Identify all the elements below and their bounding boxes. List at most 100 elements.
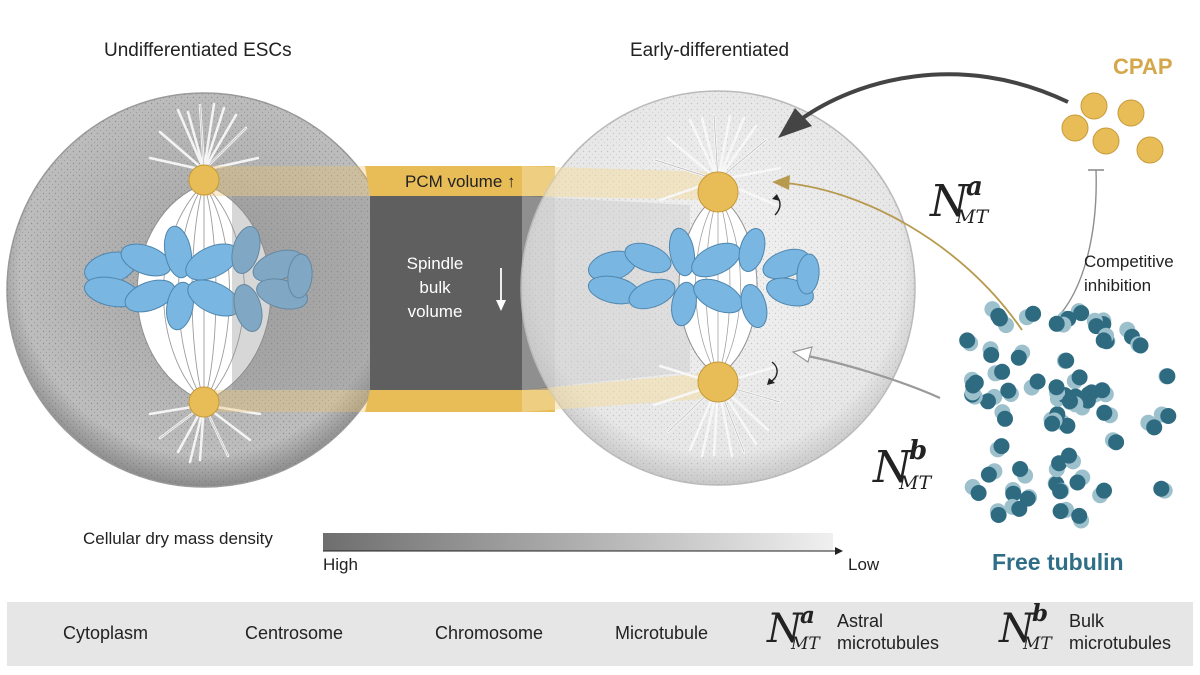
inhibition-line [1054, 169, 1104, 321]
astral-sub: MT [956, 206, 989, 228]
tubulin-dark [993, 438, 1010, 455]
tubulin-dark [1061, 447, 1077, 464]
tubulin-dark [990, 307, 1007, 324]
tubulin-dark [1010, 349, 1027, 366]
tubulin-dark [1005, 485, 1022, 502]
tubulin-dark [980, 466, 997, 483]
cpap-cluster [1061, 92, 1164, 164]
legend-bulk-label: Bulk microtubules [1069, 610, 1171, 654]
astral-mt-symbol: N a MT [930, 172, 1010, 236]
pcm-volume-text: PCM volume [405, 172, 503, 191]
centrosomes [188, 164, 739, 418]
legend-bulk-sub: MT [1023, 634, 1052, 654]
spindle-bulk-label: Spindle bulk volume [400, 252, 470, 324]
tubulin-dark [990, 507, 1007, 523]
cpap-label: CPAP [1113, 54, 1173, 79]
legend-bulk-sup: b [1032, 600, 1049, 627]
free-tubulin-cluster [959, 301, 1177, 529]
tubulin-dark [1160, 408, 1177, 424]
tubulin-dark [994, 363, 1011, 380]
competitive-line-1: Competitive [1084, 252, 1174, 271]
tubulin-dark [965, 377, 982, 394]
bulk-arrow [791, 346, 941, 400]
tubulin-dark [1052, 483, 1069, 500]
pcm-up-arrow: ↑ [507, 172, 516, 191]
legend-microtubule-label: Microtubule [615, 623, 709, 643]
tubulin-dark [1079, 392, 1096, 409]
astral-arrow [772, 175, 1023, 331]
tubulin-dark [1094, 382, 1111, 399]
tubulin-dark [1071, 369, 1088, 386]
astral-sup: a [966, 172, 983, 202]
spindle-line-2: bulk [419, 278, 451, 297]
legend-bar: Cytoplasm Centrosome Chromosome Microtub… [7, 600, 1193, 666]
tubulin-dark [1088, 318, 1105, 335]
right-cell-title: Early-differentiated [630, 40, 790, 61]
tubulin-dark [1000, 382, 1017, 399]
density-scale-title: Cellular dry mass density [83, 529, 273, 548]
pcm-volume-label: PCM volume ↑ [405, 172, 516, 192]
competitive-line-2: inhibition [1084, 276, 1152, 295]
legend-astral-line-1: Astral [837, 611, 884, 631]
cpap-to-pcm-arrow [778, 72, 1069, 138]
tubulin-dark [1096, 404, 1113, 421]
tubulin-dark [1062, 393, 1078, 410]
legend-bulk-n: N [999, 606, 1034, 652]
legend-chromosome-label: Chromosome [435, 623, 544, 643]
tubulin-dark [1059, 417, 1076, 434]
legend-cytoplasm-label: Cytoplasm [63, 623, 149, 643]
tubulin-dark [1029, 373, 1046, 390]
tubulin-dark [1132, 337, 1149, 354]
legend-astral-sub: MT [791, 634, 820, 654]
tubulin-dark [1146, 419, 1163, 436]
tubulin-dark [1044, 415, 1061, 432]
tubulin-dark [997, 410, 1013, 427]
tubulin-dark [1108, 434, 1125, 451]
tubulin-dark [1052, 503, 1069, 520]
legend-astral-line-2: microtubules [837, 633, 940, 653]
tubulin-dark [980, 393, 996, 410]
competitive-inhibition-label: Competitive inhibition [1084, 250, 1174, 298]
free-tubulin-label: Free tubulin [992, 549, 1124, 575]
tubulin-dark [1012, 461, 1029, 477]
tubulin-dark [1025, 305, 1042, 322]
tubulin-dark [1153, 480, 1170, 497]
bulk-sup: b [909, 436, 928, 466]
spindle-bulk-band [232, 196, 555, 390]
tubulin-dark [1048, 315, 1065, 332]
legend-astral-symbol: N a MT [767, 602, 837, 666]
density-low-label: Low [848, 555, 880, 574]
pcm-band-top [204, 166, 555, 196]
tubulin-dark [970, 485, 987, 501]
bulk-mt-symbol: N b MT [873, 436, 953, 502]
legend-astral-n: N [767, 606, 802, 652]
spindle-line-3: volume [407, 302, 463, 321]
tubulin-dark [1071, 507, 1088, 524]
legend-centrosome-label: Centrosome [245, 623, 344, 643]
tubulin-dark [1073, 305, 1090, 322]
spindle-line-1: Spindle [406, 254, 464, 273]
density-scale-bar [323, 533, 843, 555]
left-cell [6, 92, 402, 488]
astral-n: N [930, 176, 969, 227]
legend-astral-sup: a [800, 602, 815, 629]
tubulin-dark [1058, 352, 1075, 369]
pcm-band-bottom [204, 390, 555, 412]
left-cell-title: Undifferentiated ESCs [104, 40, 292, 61]
bulk-sub: MT [899, 472, 932, 494]
legend-astral-label: Astral microtubules [837, 610, 939, 654]
tubulin-dark [1095, 332, 1112, 349]
tubulin-dark [1048, 379, 1065, 396]
legend-bulk-symbol: N b MT [999, 600, 1069, 666]
legend-bulk-line-1: Bulk [1069, 611, 1105, 631]
bulk-n: N [873, 442, 912, 493]
tubulin-dark [1096, 482, 1112, 499]
tubulin-dark [959, 332, 976, 349]
legend-bulk-line-2: microtubules [1069, 633, 1172, 653]
tubulin-dark [983, 347, 1000, 363]
density-high-label: High [323, 555, 358, 574]
tubulin-dark [1019, 490, 1036, 507]
spindle-down-arrow [496, 268, 506, 311]
tubulin-dark [1069, 474, 1086, 491]
